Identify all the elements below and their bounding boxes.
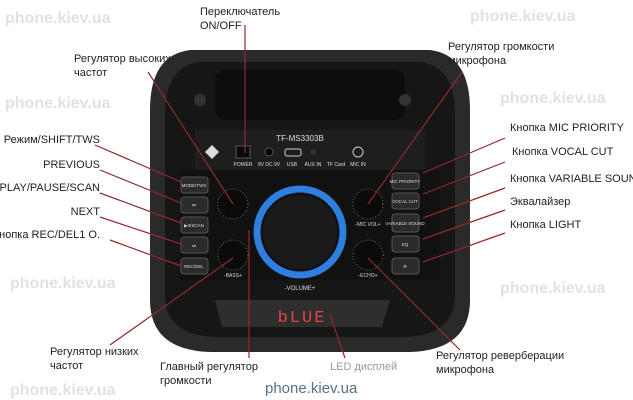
logo-icon [205,145,219,159]
button-play: ▶II/SCAN [184,223,204,228]
volume-light-ring [253,185,347,279]
label-variable-sound: Кнопка VARIABLE SOUND [510,173,633,185]
watermark: phone.kiev.ua [500,280,606,297]
button-eq: EQ [402,242,409,247]
button-light: ✣ [403,264,407,269]
button-mode: MODE/TWS [182,183,207,188]
button-variable-sound: VARIABLE SOUND [385,221,425,226]
model-name: TF-MS3303B [276,134,324,143]
port-label: AUX IN [305,162,322,168]
button-previous: ⏮ [192,203,196,208]
button-rec: REC/DEL [184,264,204,269]
watermark: phone.kiev.ua [5,95,111,112]
watermark: phone.kiev.ua [500,90,606,107]
label-next: NEXT [70,206,100,218]
top-panel [195,130,425,170]
led-display [215,300,390,327]
callout-lines [94,25,506,359]
watermark: phone.kiev.ua [10,382,116,399]
handle-opening [215,70,405,120]
knob-label: -BASS+ [224,273,242,279]
label-eq: Эквалайзер [510,196,571,208]
port-label: POWER [234,162,253,168]
knob-label: -VOLUME+ [285,286,316,292]
port-label: USB [287,162,298,168]
power-switch [235,145,251,159]
site-watermark: phone.kiev.ua [265,380,358,397]
port-label: TF Card [327,162,346,168]
bass-knob [217,239,249,271]
label-led: LED дисплей [330,361,398,373]
echo-knob [352,239,384,271]
button-mic-priority: MIC PRIORITY [390,179,421,184]
display-text: bLUE [278,309,327,328]
knob-label: -MIC VOL+ [355,222,380,228]
label-rec: Кнопка REC/DEL1 O. [0,229,100,241]
label-mic-priority: Кнопка MIC PRIORITY [510,122,624,134]
knob-label: -ECHO+ [358,273,377,279]
main-volume-knob [263,195,337,269]
label-mode: Режим/SHIFT/TWS [3,134,100,146]
button-vocal-cut: VOCAL CUT [392,199,418,204]
watermark: phone.kiev.ua [5,10,111,27]
label-play: PLAY/PAUSE/SCAN [0,182,100,194]
label-light: Кнопка LIGHT [510,219,582,231]
port-label: MIC IN [350,162,366,168]
watermark: phone.kiev.ua [470,8,576,25]
label-previous: PREVIOUS [43,159,100,171]
button-next: ⏭ [192,243,196,248]
watermark: phone.kiev.ua [10,275,116,292]
port-label: 9V DC 9V [258,162,281,168]
label-vocal-cut: Кнопка VOCAL CUT [512,146,614,158]
mic-in-port [352,146,364,158]
usb-port [284,148,302,157]
